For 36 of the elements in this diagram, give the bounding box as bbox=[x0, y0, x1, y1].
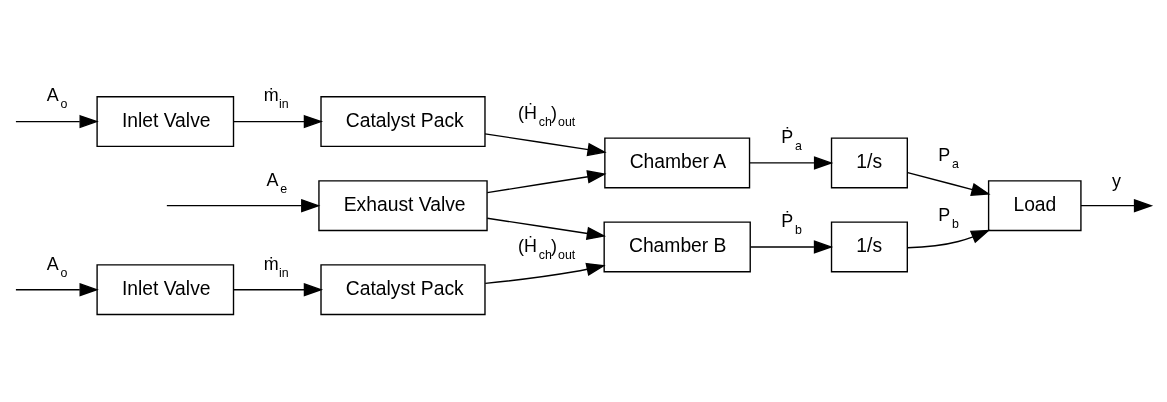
edge-label: y bbox=[1111, 170, 1121, 191]
edge-label: P$_{a}$ bbox=[938, 144, 959, 171]
arrow bbox=[750, 239, 834, 254]
node-box: Inlet Valve bbox=[96, 263, 235, 315]
edge-label: A$_{e}$ bbox=[266, 169, 288, 196]
arrow bbox=[15, 114, 99, 128]
node-box: Chamber B bbox=[603, 221, 751, 272]
arrow bbox=[1080, 198, 1154, 212]
arrow bbox=[906, 229, 991, 248]
node-box: 1/s bbox=[830, 136, 908, 188]
arrow bbox=[233, 282, 324, 296]
edge-label: P$_{b}$ bbox=[938, 204, 959, 231]
arrow bbox=[166, 198, 321, 212]
node-box: 1/s bbox=[830, 221, 908, 272]
arrow bbox=[486, 217, 607, 240]
arrow bbox=[486, 169, 607, 193]
edge-label: (Ḣ$_{ch}$)$_{out}$ bbox=[518, 235, 576, 262]
arrow bbox=[484, 262, 606, 284]
arrow bbox=[748, 155, 834, 170]
node-box: Catalyst Pack bbox=[320, 263, 486, 315]
node-box: Exhaust Valve bbox=[318, 179, 488, 231]
edge-label: Ṗ$_{b}$ bbox=[781, 210, 802, 237]
arrow bbox=[233, 114, 324, 128]
edge-label: A$_{o}$ bbox=[46, 253, 68, 280]
node-box: Inlet Valve bbox=[96, 95, 235, 147]
edge-label: (Ḣ$_{ch}$)$_{out}$ bbox=[518, 102, 576, 129]
edge-label: ṁ$_{in}$ bbox=[263, 84, 289, 111]
arrow bbox=[484, 132, 607, 156]
edge-label: Ṗ$_{a}$ bbox=[781, 126, 802, 153]
arrow bbox=[15, 282, 99, 296]
node-box: Chamber A bbox=[604, 136, 751, 188]
node-box: Load bbox=[987, 179, 1082, 231]
edge-label: ṁ$_{in}$ bbox=[263, 253, 289, 280]
arrow bbox=[907, 171, 991, 196]
edge-label: A$_{o}$ bbox=[46, 84, 68, 111]
node-box: Catalyst Pack bbox=[320, 95, 486, 147]
